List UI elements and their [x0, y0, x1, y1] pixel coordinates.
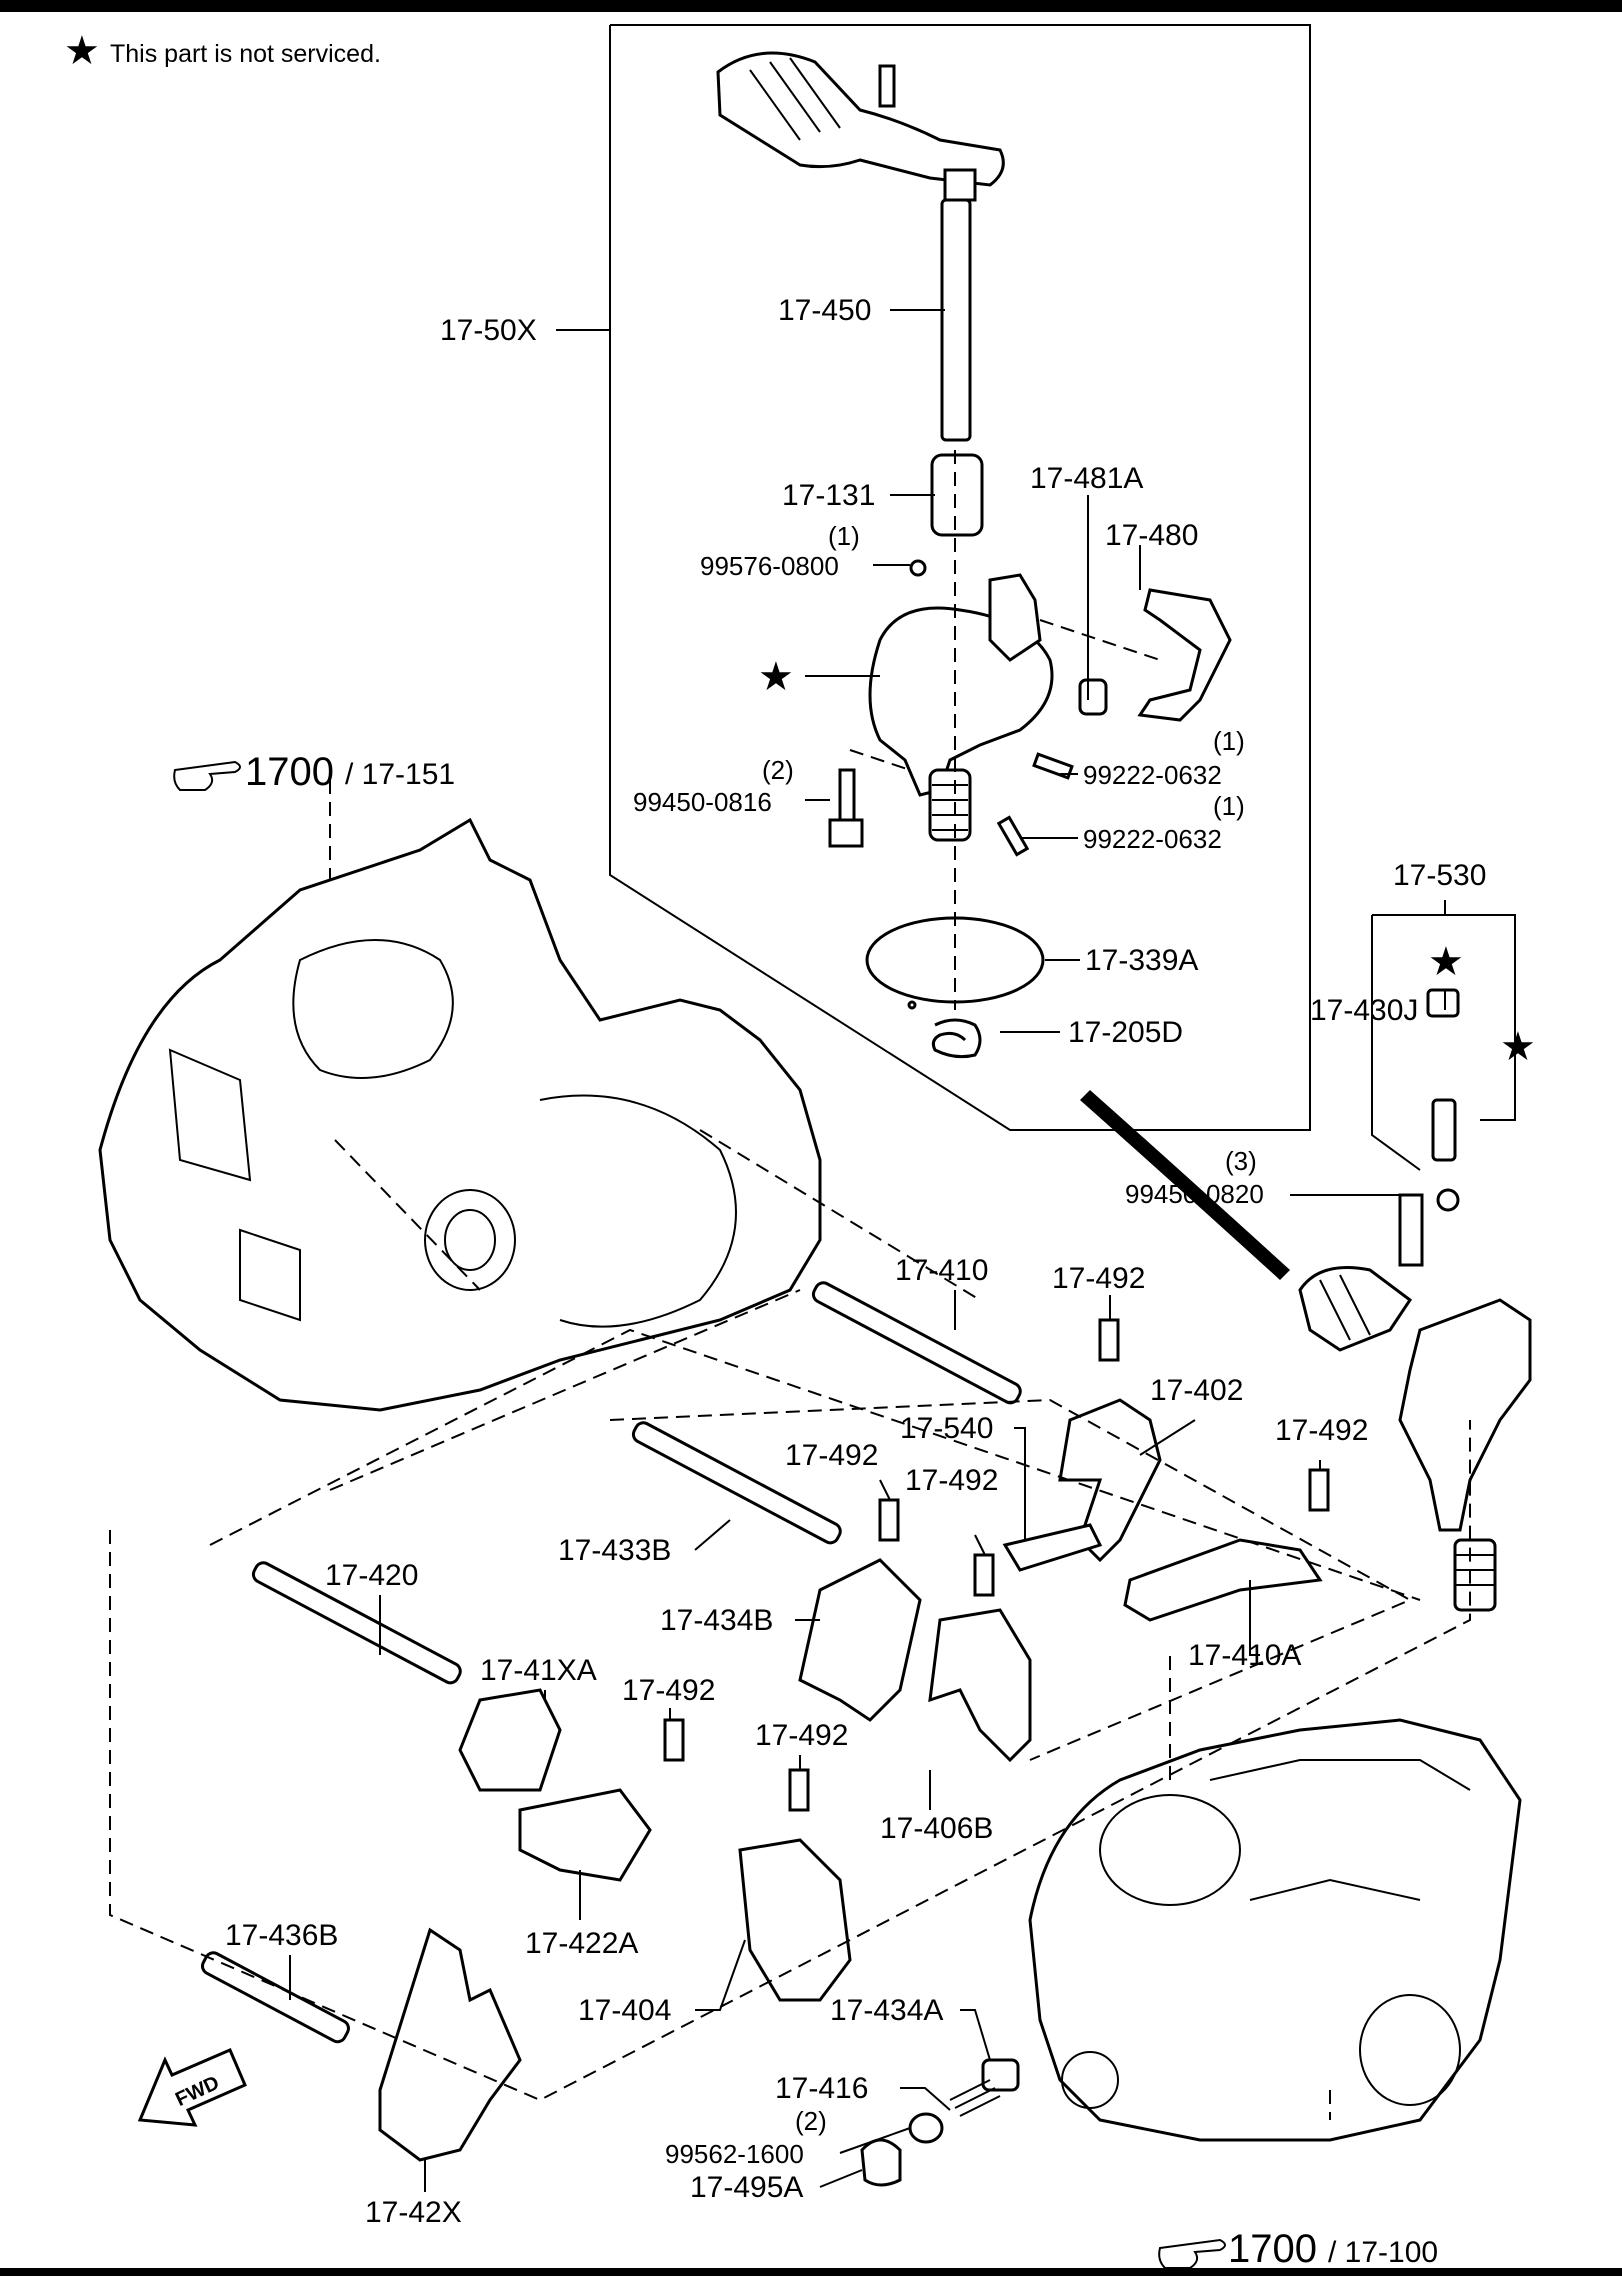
label-99576-0800: 99576-0800 [700, 551, 839, 581]
bracket-17-530 [1371, 915, 1421, 1171]
note-text: This part is not serviced. [110, 40, 381, 68]
top-border [0, 0, 1622, 12]
label-17-420: 17-420 [325, 1559, 418, 1592]
note-star-icon: ★ [64, 29, 100, 73]
star-icon-530-a: ★ [1428, 940, 1464, 984]
label-17-402: 17-402 [1150, 1374, 1243, 1407]
fwd-arrow: FWD [137, 2048, 247, 2127]
clutch-housing [98, 817, 822, 1412]
pointer-hand-icon [1158, 2238, 1226, 2269]
label-99222-a-qty: (1) [1213, 726, 1245, 756]
ref-bottom: 1700 / 17-100 [1158, 2227, 1438, 2271]
label-17-404: 17-404 [578, 1994, 671, 2027]
part-labels: 17-50X 17-450 17-131 17-481A 17-480 (1) … [225, 294, 1486, 2229]
shift-unit-17-530 [1298, 988, 1532, 1612]
label-99576-qty: (1) [828, 521, 860, 551]
label-17-339A: 17-339A [1085, 944, 1198, 977]
label-17-50X: 17-50X [440, 314, 537, 347]
bolts-17-492 [663, 1318, 1330, 1812]
shift-rods-forks [200, 1281, 1323, 2162]
ref-top-number: 1700 [245, 750, 334, 794]
detail-arrow [1080, 1090, 1290, 1280]
label-99450-0820-qty: (3) [1225, 1146, 1257, 1176]
label-17-41XA: 17-41XA [480, 1654, 597, 1687]
leader-lines [289, 309, 1446, 2192]
label-17-450: 17-450 [778, 294, 871, 327]
ref-bottom-number: 1700 [1228, 2227, 1317, 2271]
label-17-42X: 17-42X [365, 2196, 462, 2229]
label-17-433B: 17-433B [558, 1534, 671, 1567]
label-99562-1600: 99562-1600 [665, 2139, 804, 2169]
label-17-492-b: 17-492 [1275, 1414, 1368, 1447]
label-17-205D: 17-205D [1068, 1016, 1183, 1049]
label-99222-b-qty: (1) [1213, 791, 1245, 821]
label-17-495A: 17-495A [690, 2171, 803, 2204]
label-99562-qty: (2) [795, 2106, 827, 2136]
label-17-540: 17-540 [900, 1412, 993, 1445]
transmission-case [1028, 1718, 1522, 2142]
label-99450-0816-qty: (2) [762, 755, 794, 785]
detail-frame [609, 24, 1311, 1131]
label-17-480: 17-480 [1105, 519, 1198, 552]
pointer-hand-icon [173, 760, 241, 791]
guide-lines [109, 780, 1471, 2120]
ref-top: 1700 / 17-151 [173, 750, 455, 794]
label-17-410A: 17-410A [1188, 1639, 1301, 1672]
star-icon-530-b: ★ [1500, 1025, 1536, 1069]
star-icon-housing: ★ [758, 655, 794, 699]
plug-spring-group [860, 2058, 1020, 2187]
label-17-492-d: 17-492 [905, 1464, 998, 1497]
label-17-492-a: 17-492 [1052, 1262, 1145, 1295]
label-17-416: 17-416 [775, 2072, 868, 2105]
label-17-436B: 17-436B [225, 1919, 338, 1952]
ref-top-sub: / 17-151 [345, 758, 455, 791]
label-17-434A: 17-434A [830, 1994, 943, 2027]
label-17-434B: 17-434B [660, 1604, 773, 1637]
label-17-410: 17-410 [895, 1254, 988, 1287]
ref-bottom-sub: / 17-100 [1328, 2236, 1438, 2269]
label-17-430J: 17-430J [1310, 994, 1418, 1027]
bracket-17-530-b [1372, 914, 1516, 1121]
label-99222-0632-a: 99222-0632 [1083, 760, 1222, 790]
label-17-422A: 17-422A [525, 1927, 638, 1960]
label-99450-0820: 99450-0820 [1125, 1179, 1264, 1209]
label-17-131: 17-131 [782, 479, 875, 512]
label-17-492-c: 17-492 [785, 1439, 878, 1472]
bottom-border [0, 2268, 1622, 2276]
label-17-406B: 17-406B [880, 1812, 993, 1845]
label-17-492-f: 17-492 [755, 1719, 848, 1752]
label-17-530: 17-530 [1393, 859, 1486, 892]
label-17-492-e: 17-492 [622, 1674, 715, 1707]
label-17-481A: 17-481A [1030, 462, 1143, 495]
shift-lever-assembly [716, 51, 1232, 1059]
label-99450-0816: 99450-0816 [633, 787, 772, 817]
label-99222-0632-b: 99222-0632 [1083, 824, 1222, 854]
